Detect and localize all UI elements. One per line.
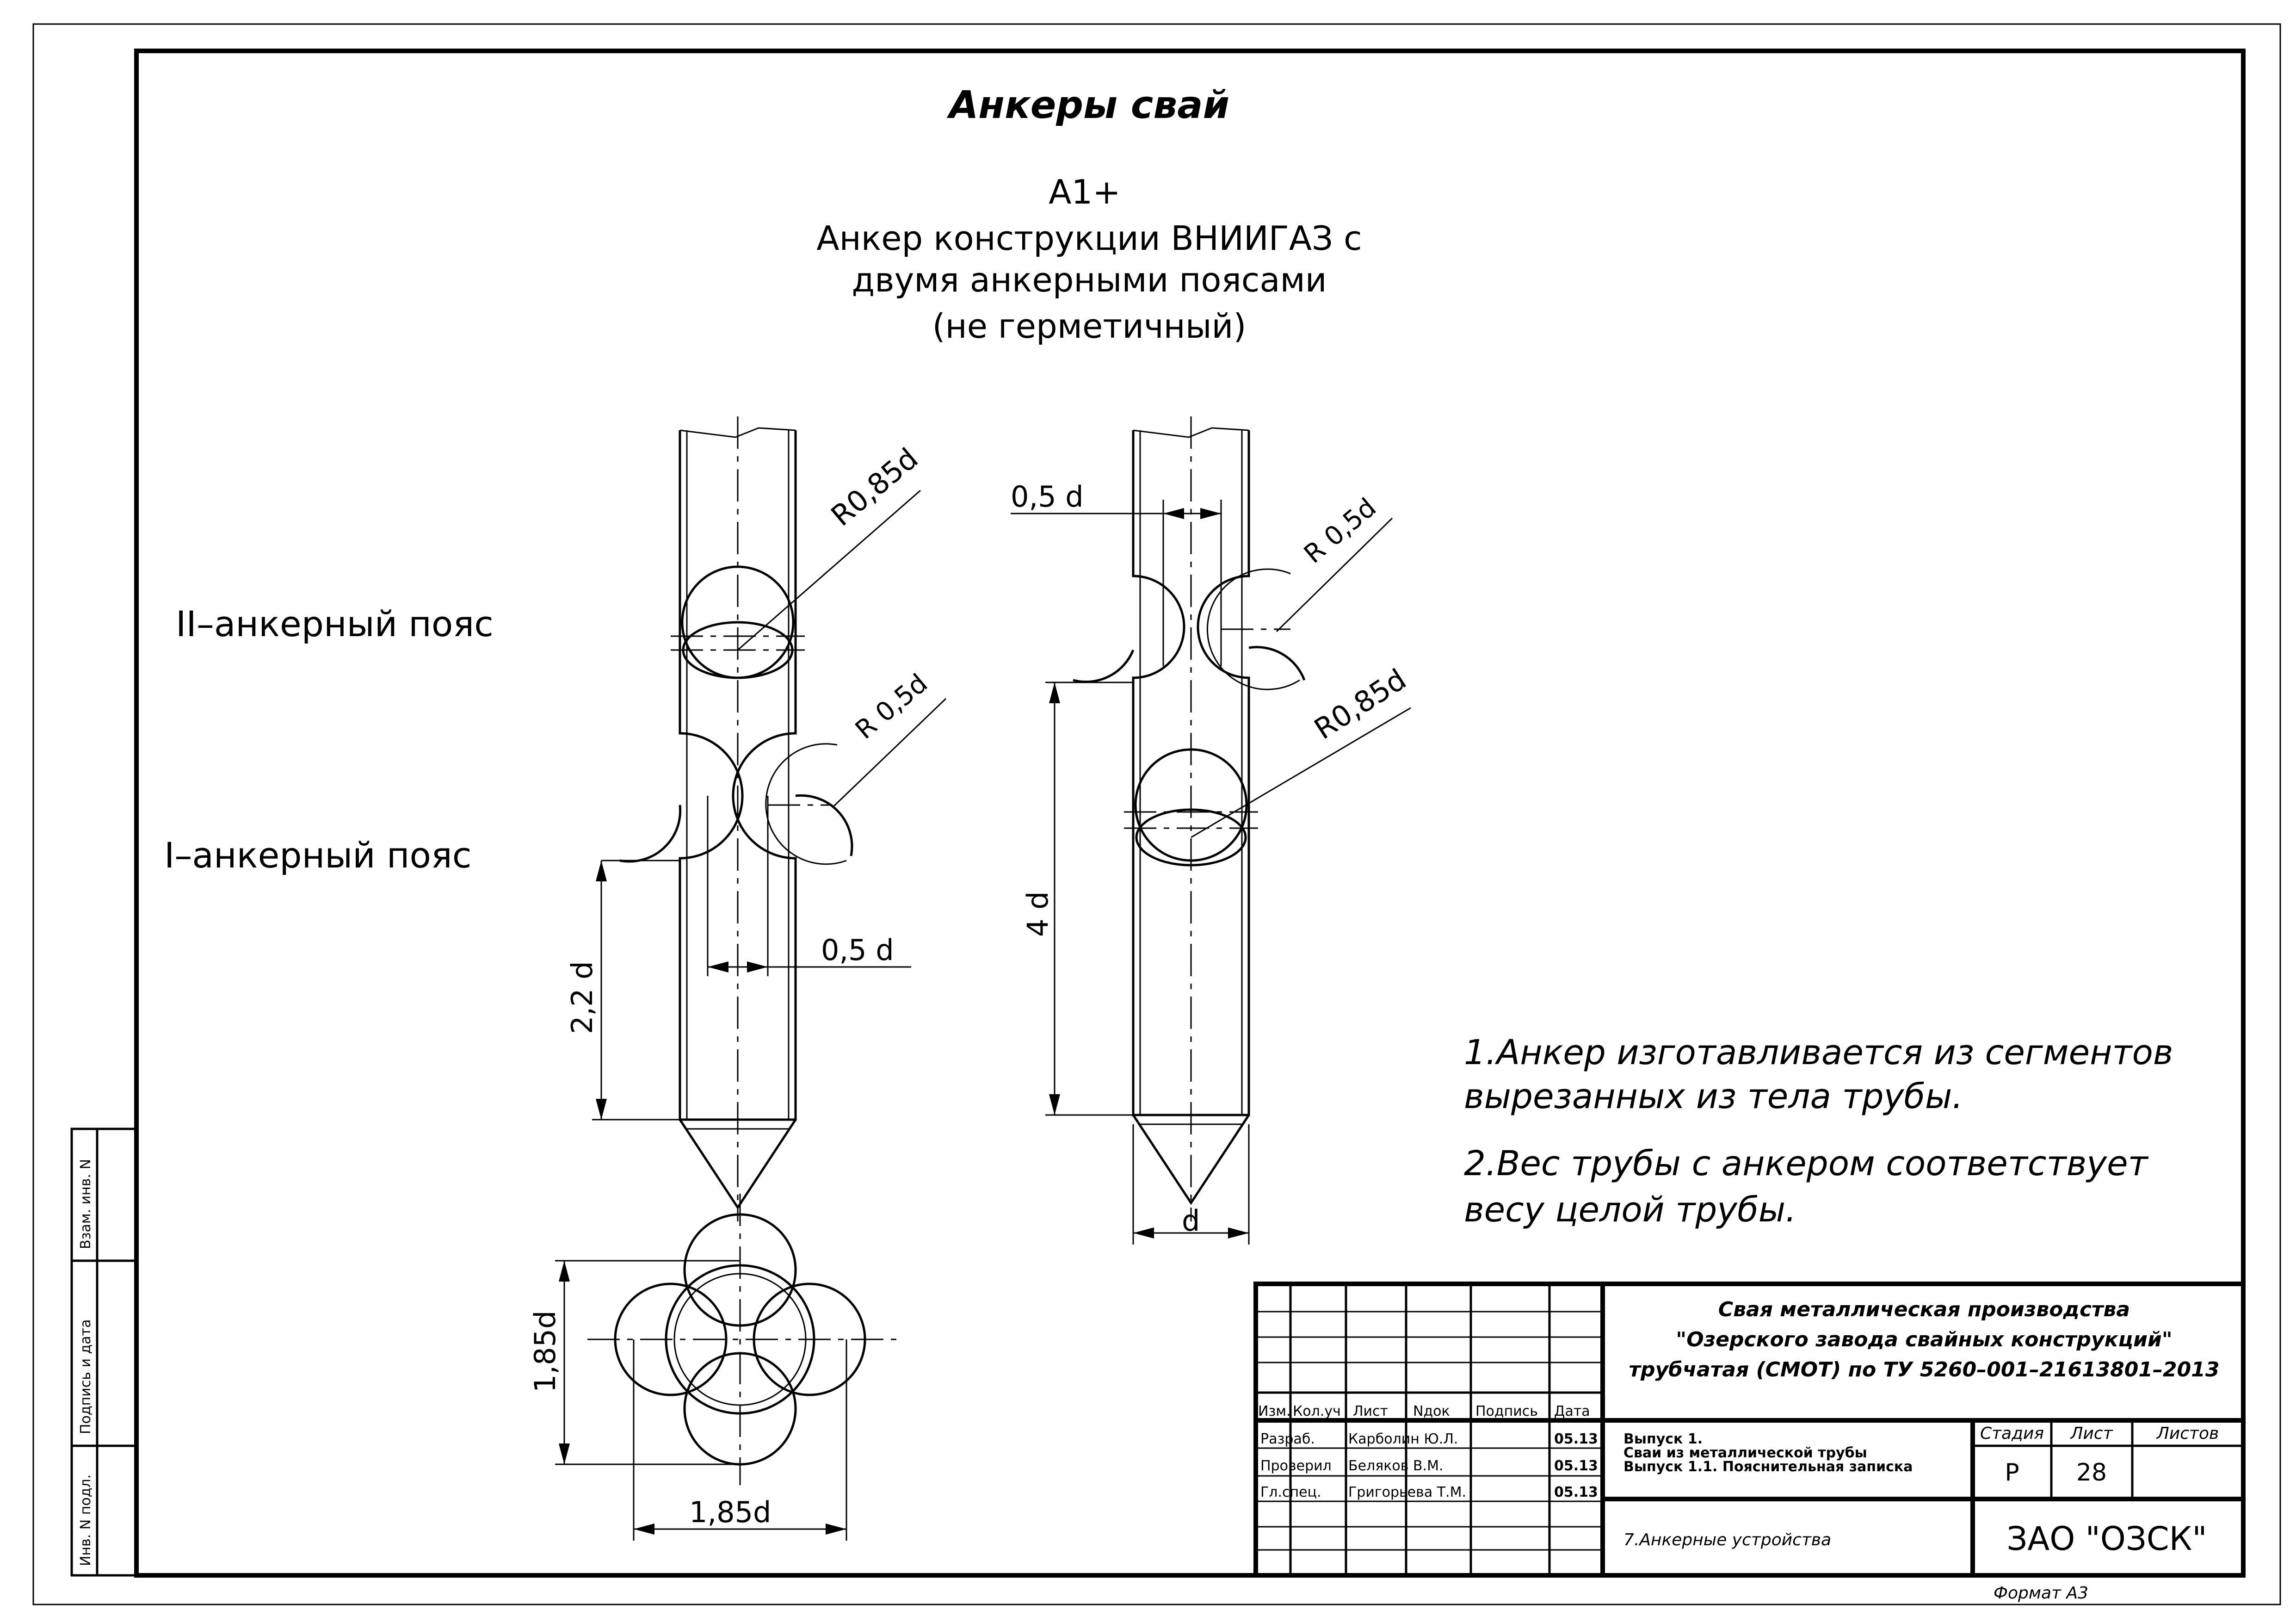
note-1-line-2: вырезанных из тела трубы. bbox=[1464, 1077, 1963, 1116]
drawing-title: Анкеры свай bbox=[946, 83, 1229, 127]
belt2-label: II–анкерный пояс bbox=[176, 603, 494, 644]
right-width-dimension: d bbox=[1182, 1204, 1200, 1238]
belt1-label: I–анкерный пояс bbox=[164, 835, 472, 876]
stamp-label-replace: Взам. инв. N bbox=[78, 1159, 94, 1249]
stamp-label-inv-number: Инв. N подл. bbox=[78, 1474, 94, 1566]
row-name-developer: Карболин Ю.Л. bbox=[1348, 1431, 1458, 1447]
note-2-line-1: 2.Вес трубы с анкером соответствует bbox=[1464, 1144, 2149, 1183]
subtitle-line-1: Анкер конструкции ВНИИГАЗ с bbox=[816, 219, 1362, 258]
doc-line-1: Выпуск 1. bbox=[1623, 1431, 1703, 1447]
company-name: ЗАО "ОЗСК" bbox=[2006, 1520, 2207, 1558]
right-radius-small: R 0,5d bbox=[1298, 492, 1382, 569]
section-title: 7.Анкерные устройства bbox=[1623, 1530, 1831, 1549]
sheet-label: Лист bbox=[2069, 1424, 2113, 1443]
note-1-line-1: 1.Анкер изготавливается из сегментов bbox=[1464, 1033, 2173, 1072]
sheets-label: Листов bbox=[2156, 1424, 2219, 1443]
col-header-signature: Подпись bbox=[1475, 1403, 1538, 1419]
block-title-line-3: трубчатая (СМОТ) по ТУ 5260–001–21613801… bbox=[1629, 1358, 2220, 1381]
right-radius-large: R0,85d bbox=[1308, 662, 1412, 746]
stamp-label-sign-date: Подпись и дата bbox=[78, 1319, 94, 1435]
col-header-doc: Nдок bbox=[1413, 1403, 1450, 1419]
plan-width-dimension: 1,85d bbox=[689, 1495, 771, 1529]
right-height-dimension: 4 d bbox=[1021, 891, 1055, 937]
outer-frame bbox=[32, 23, 2281, 1605]
col-header-date: Дата bbox=[1554, 1403, 1590, 1419]
title-block: Изм. Кол.уч Лист Nдок Подпись Дата Разра… bbox=[1253, 1282, 2246, 1578]
row-date-developer: 05.13 bbox=[1554, 1431, 1598, 1447]
row-name-chief: Григорьева Т.М. bbox=[1348, 1484, 1466, 1500]
row-role-checker: Проверил bbox=[1260, 1458, 1332, 1474]
col-header-change: Изм. bbox=[1258, 1403, 1291, 1419]
row-date-chief: 05.13 bbox=[1554, 1484, 1598, 1500]
doc-line-2: Сваи из металлической трубы bbox=[1623, 1445, 1867, 1461]
left-pile: R0,85d R 0,5d 0,5 d 2,2 d bbox=[565, 416, 947, 1221]
block-title-line-2: "Озерского завода свайных конструкций" bbox=[1676, 1328, 2172, 1351]
left-radius-large: R0,85d bbox=[825, 441, 925, 533]
stage-label: Стадия bbox=[1980, 1424, 2044, 1443]
left-height-dimension: 2,2 d bbox=[565, 961, 599, 1034]
plan-height-dimension: 1,85d bbox=[528, 1311, 562, 1393]
col-header-sheet: Лист bbox=[1353, 1403, 1388, 1419]
right-gap-dimension: 0,5 d bbox=[1011, 480, 1084, 514]
left-radius-small: R 0,5d bbox=[850, 668, 933, 745]
stage-value: Р bbox=[2005, 1459, 2019, 1487]
block-title-line-1: Свая металлическая производства bbox=[1718, 1298, 2130, 1321]
subtitle-line-3: (не герметичный) bbox=[932, 307, 1247, 346]
right-pile: 0,5 d R 0,5d R0,85d 4 d d bbox=[1011, 416, 1412, 1245]
inner-frame bbox=[134, 49, 2246, 1578]
plan-view: 1,85d 1,85d bbox=[528, 1194, 897, 1541]
left-gap-dimension: 0,5 d bbox=[821, 933, 894, 967]
row-role-chief: Гл.спец. bbox=[1260, 1484, 1321, 1500]
row-date-checker: 05.13 bbox=[1554, 1458, 1598, 1474]
subtitle-line-2: двумя анкерными поясами bbox=[852, 260, 1327, 299]
row-role-developer: Разраб. bbox=[1260, 1431, 1315, 1447]
side-stamp: Взам. инв. N Подпись и дата Инв. N подл. bbox=[70, 1127, 138, 1577]
note-2-line-2: весу целой трубы. bbox=[1464, 1190, 1796, 1230]
doc-line-3: Выпуск 1.1. Пояснительная записка bbox=[1623, 1459, 1913, 1475]
row-name-checker: Беляков В.М. bbox=[1348, 1458, 1444, 1474]
sheet-value: 28 bbox=[2076, 1459, 2107, 1487]
format-label: Формат А3 bbox=[1994, 1584, 2088, 1603]
anchor-code: A1+ bbox=[1049, 173, 1120, 211]
col-header-qty: Кол.уч bbox=[1293, 1403, 1341, 1419]
